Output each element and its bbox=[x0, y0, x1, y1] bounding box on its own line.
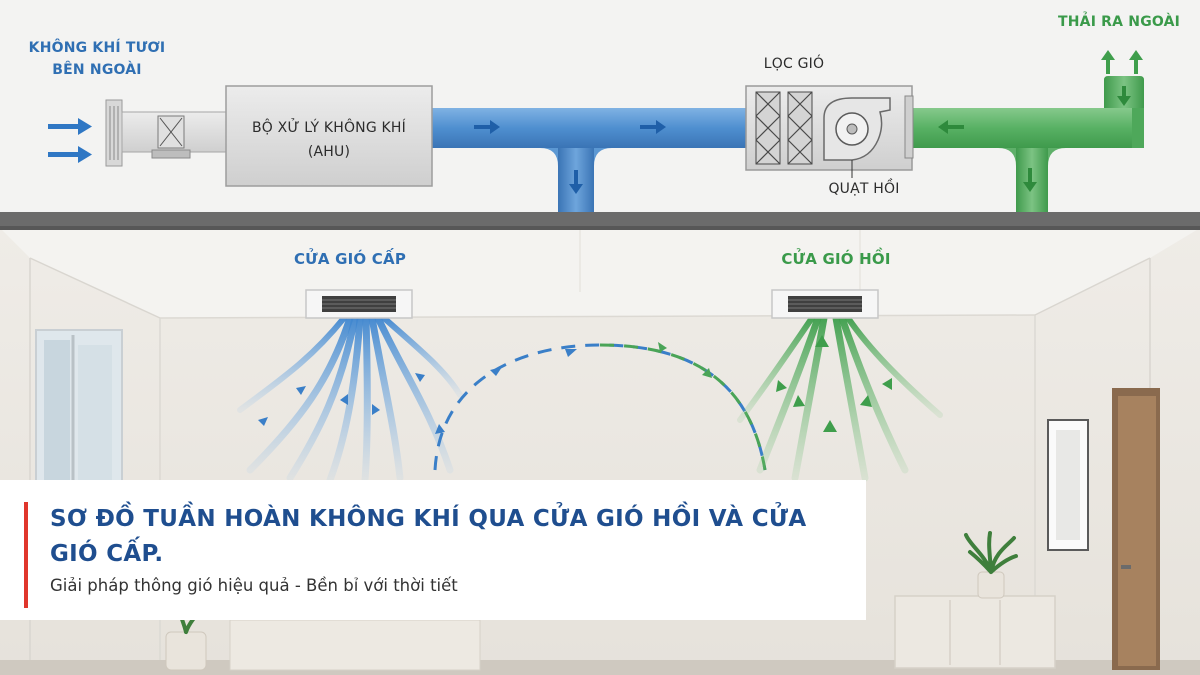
fresh-air-intake bbox=[105, 99, 229, 167]
return-fan-icon bbox=[823, 97, 891, 161]
fresh-air-arrows bbox=[48, 118, 92, 163]
plant-right bbox=[964, 531, 1018, 599]
circulation-arrows bbox=[490, 342, 712, 378]
ahu-label: BỘ XỬ LÝ KHÔNG KHÍ (AHU) bbox=[236, 116, 422, 164]
fresh-air-label: KHÔNG KHÍ TƯƠI BÊN NGOÀI bbox=[22, 37, 172, 81]
fresh-air-label-line2: BÊN NGOÀI bbox=[52, 62, 142, 78]
desk bbox=[229, 619, 481, 671]
supply-grille-label: CỬA GIÓ CẤP bbox=[293, 250, 407, 268]
ahu-unit bbox=[225, 85, 433, 187]
return-duct-arrows bbox=[938, 86, 1131, 192]
cabinet bbox=[894, 595, 1056, 669]
supply-flow-arrows bbox=[258, 373, 445, 434]
ahu-label-line1: BỘ XỬ LÝ KHÔNG KHÍ bbox=[251, 120, 406, 136]
supply-grille bbox=[305, 289, 413, 319]
door bbox=[1112, 388, 1160, 670]
return-fan-label: QUẠT HỒI bbox=[828, 181, 900, 197]
upper-background bbox=[0, 0, 1200, 215]
wall-picture bbox=[1047, 419, 1089, 551]
circulation-arc bbox=[433, 343, 767, 471]
return-airflow bbox=[737, 314, 943, 484]
caption-title: SƠ ĐỒ TUẦN HOÀN KHÔNG KHÍ QUA CỬA GIÓ HỒ… bbox=[50, 506, 807, 567]
filter-label: LỌC GIÓ bbox=[763, 56, 825, 72]
return-grille-label: CỬA GIÓ HỒI bbox=[781, 250, 891, 268]
caption-accent-bar bbox=[24, 502, 28, 608]
supply-duct-arrows bbox=[474, 120, 666, 194]
exhaust-label: THẢI RA NGOÀI bbox=[1058, 14, 1181, 30]
exhaust-arrows bbox=[1101, 50, 1143, 74]
roof-slab bbox=[0, 212, 1200, 230]
return-flow-arrows bbox=[776, 335, 892, 432]
caption-card: SƠ ĐỒ TUẦN HOÀN KHÔNG KHÍ QUA CỬA GIÓ HỒ… bbox=[0, 480, 866, 620]
ahu-label-line2: (AHU) bbox=[307, 144, 351, 160]
caption-subtitle: Giải pháp thông gió hiệu quả - Bền bỉ vớ… bbox=[50, 576, 458, 595]
fresh-air-label-line1: KHÔNG KHÍ TƯƠI bbox=[28, 40, 166, 56]
return-grille bbox=[771, 289, 879, 319]
supply-airflow bbox=[237, 314, 463, 484]
